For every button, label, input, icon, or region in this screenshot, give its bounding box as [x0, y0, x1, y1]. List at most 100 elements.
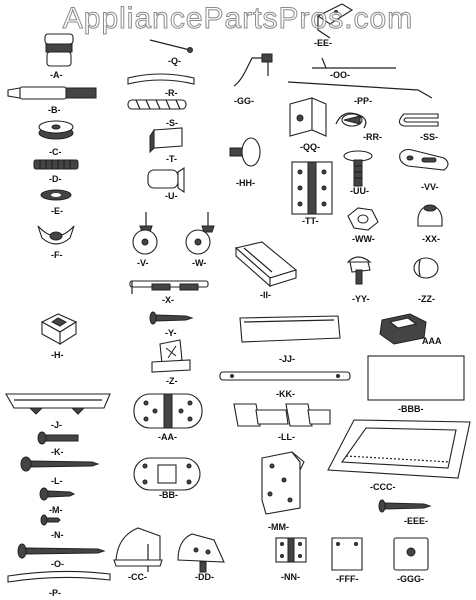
part-h-label: -H- — [51, 350, 64, 360]
part-yy-drawing — [346, 256, 372, 285]
part-hh-drawing — [229, 137, 261, 167]
part-w-drawing — [185, 212, 215, 255]
part-k-label: -K- — [51, 447, 64, 457]
part-kk-label: -KK- — [276, 389, 295, 399]
part-jj-drawing — [239, 315, 341, 343]
part-q-label: -Q- — [168, 56, 181, 66]
part-oo-drawing — [312, 57, 396, 69]
part-hh-label: -HH- — [236, 178, 255, 188]
part-d-label: -D- — [49, 174, 62, 184]
part-aa-label: -AA- — [158, 432, 177, 442]
part-u-label: -U- — [165, 191, 178, 201]
part-x-label: -X- — [162, 295, 174, 305]
part-w-label: -W- — [192, 258, 206, 268]
part-bb-label: -BB- — [159, 490, 178, 500]
part-t-drawing — [149, 127, 183, 154]
part-n-drawing — [40, 514, 61, 526]
part-c-label: -C- — [49, 147, 62, 157]
part-o-label: -O- — [51, 559, 64, 569]
part-n-label: -N- — [51, 530, 64, 540]
part-fff-drawing — [331, 537, 363, 571]
part-m-drawing — [39, 487, 76, 501]
part-ss-label: -SS- — [420, 132, 438, 142]
part-e-drawing — [40, 189, 72, 201]
part-nn-drawing — [275, 537, 307, 563]
part-yy-label: -YY- — [352, 294, 370, 304]
part-a-drawing — [44, 33, 74, 67]
part-a-label: -A- — [50, 70, 63, 80]
part-q-drawing — [149, 39, 193, 53]
part-s-drawing — [127, 99, 187, 110]
part-r-label: -R- — [165, 88, 178, 98]
part-ww-label: -WW- — [352, 234, 375, 244]
part-y-label: -Y- — [165, 328, 177, 338]
part-qq-label: -QQ- — [300, 142, 320, 152]
part-fff-label: -FFF- — [336, 574, 359, 584]
part-bbb-drawing — [367, 355, 465, 401]
part-dd-drawing — [177, 533, 225, 573]
part-gg-drawing — [233, 53, 273, 87]
part-s-label: -S- — [166, 118, 178, 128]
part-k-drawing — [37, 431, 79, 445]
part-p-label: -P- — [49, 588, 61, 598]
part-p-drawing — [7, 570, 111, 583]
part-tt-label: -TT- — [302, 216, 319, 226]
part-e-label: -E- — [51, 206, 63, 216]
part-c-drawing — [38, 120, 74, 140]
part-h-drawing — [40, 313, 78, 345]
part-tt-drawing — [291, 161, 333, 215]
part-bbb-label: -BBB- — [398, 404, 424, 414]
part-ccc-drawing — [327, 419, 471, 479]
part-ss-drawing — [398, 113, 439, 127]
part-xx-label: -XX- — [422, 234, 440, 244]
part-mm-drawing — [261, 451, 305, 515]
part-ee-label: -EE- — [314, 38, 332, 48]
part-u-drawing — [147, 166, 185, 194]
part-j-drawing — [5, 393, 111, 415]
part-mm-label: -MM- — [268, 522, 289, 532]
part-r-drawing — [127, 73, 195, 85]
part-pp-label: -PP- — [354, 96, 372, 106]
part-cc-drawing — [113, 527, 163, 572]
part-z-label: -Z- — [166, 376, 178, 386]
part-xx-drawing — [417, 204, 443, 227]
part-vv-drawing — [399, 148, 449, 171]
part-uu-drawing — [343, 150, 373, 187]
part-ii-label: -II- — [260, 290, 271, 300]
part-jj-label: -JJ- — [279, 354, 295, 364]
part-dd-label: -DD- — [195, 572, 214, 582]
part-zz-drawing — [413, 257, 439, 279]
part-gg-label: -GG- — [234, 96, 254, 106]
part-v-drawing — [132, 212, 158, 255]
part-rr-drawing — [335, 112, 367, 129]
part-l-drawing — [20, 456, 100, 472]
part-d-drawing — [33, 159, 79, 170]
part-ccc-label: -CCC- — [370, 482, 396, 492]
part-cc-label: -CC- — [128, 572, 147, 582]
part-aa-drawing — [133, 393, 203, 429]
part-ggg-label: -GGG- — [397, 574, 424, 584]
part-m-label: -M- — [49, 505, 63, 515]
part-uu-label: -UU- — [350, 186, 369, 196]
part-j-label: -J- — [51, 420, 62, 430]
part-f-drawing — [37, 225, 75, 245]
part-z-drawing — [151, 339, 191, 373]
part-zz-label: -ZZ- — [418, 294, 435, 304]
part-vv-label: -VV- — [421, 182, 439, 192]
part-b-label: -B- — [48, 105, 61, 115]
part-qq-drawing — [289, 97, 327, 137]
part-rr-label: -RR- — [363, 132, 382, 142]
part-eee-label: -EEE- — [404, 516, 428, 526]
part-b-drawing — [7, 86, 97, 100]
part-f-label: -F- — [51, 250, 63, 260]
part-ii-drawing — [234, 241, 298, 288]
part-oo-label: -OO- — [330, 70, 350, 80]
part-l-label: -L- — [51, 476, 63, 486]
part-nn-label: -NN- — [281, 572, 300, 582]
part-ll-label: -LL- — [278, 432, 295, 442]
part-pp-drawing — [287, 81, 433, 99]
part-y-drawing — [149, 311, 194, 325]
part-ll-drawing — [233, 403, 331, 427]
part-v-label: -V- — [137, 258, 149, 268]
